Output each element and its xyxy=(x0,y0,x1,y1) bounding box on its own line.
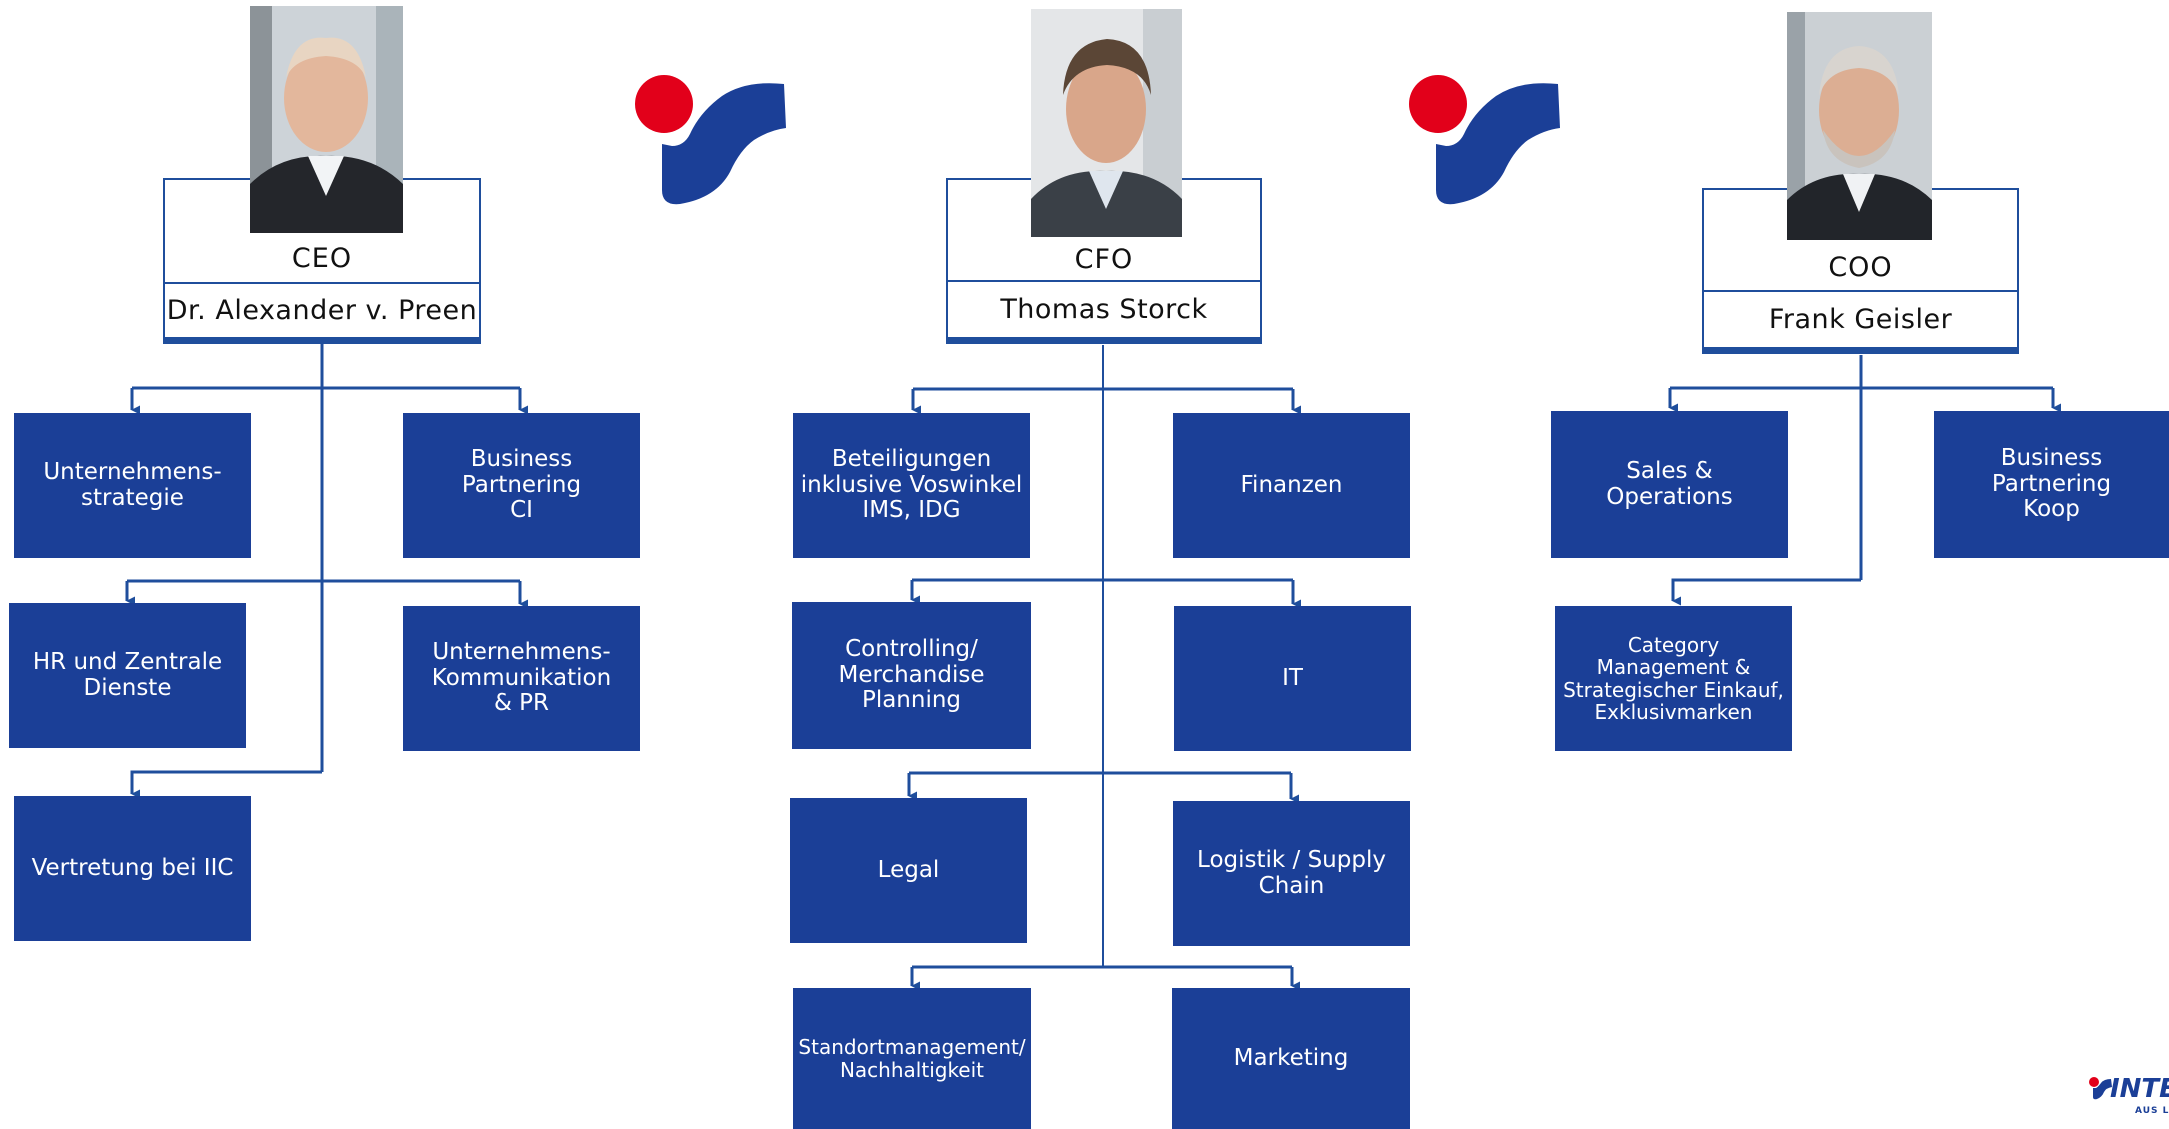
unit-unternehmensstrategie: Unternehmens- strategie xyxy=(14,413,251,558)
coo-role: COO xyxy=(1828,252,1893,283)
unit-unternehmenskommunikation: Unternehmens- Kommunikation & PR xyxy=(403,606,640,751)
ceo-role: CEO xyxy=(291,243,353,274)
corner-brand-logo: INTE AUS LIE xyxy=(2088,1070,2169,1120)
unit-standortmanagement: Standortmanagement/ Nachhaltigkeit xyxy=(793,988,1031,1129)
cfo-role: CFO xyxy=(1074,244,1134,275)
ceo-branch-3 xyxy=(130,770,322,799)
unit-marketing: Marketing xyxy=(1172,988,1410,1129)
ceo-name: Dr. Alexander v. Preen xyxy=(163,282,481,344)
coo-photo xyxy=(1787,12,1932,240)
unit-finanzen: Finanzen xyxy=(1173,413,1410,558)
coo-name: Frank Geisler xyxy=(1702,290,2019,354)
unit-logistik: Logistik / Supply Chain xyxy=(1173,801,1410,946)
unit-category-management: Category Management & Strategischer Eink… xyxy=(1555,606,1792,751)
coo-card: COO Frank Geisler xyxy=(1702,188,2019,354)
unit-vertretung-iic: Vertretung bei IIC xyxy=(14,796,251,941)
unit-sales-operations: Sales & Operations xyxy=(1551,411,1788,558)
intersport-logo-icon xyxy=(635,75,786,205)
unit-controlling: Controlling/ Merchandise Planning xyxy=(792,602,1031,749)
corner-logo-tagline: AUS LIE xyxy=(2135,1106,2169,1116)
corner-logo-word: INTE xyxy=(2110,1074,2169,1104)
unit-it: IT xyxy=(1174,606,1411,751)
coo-branch-2 xyxy=(1671,578,1861,606)
cfo-card: CFO Thomas Storck xyxy=(946,178,1262,344)
cfo-photo xyxy=(1031,9,1182,237)
intersport-logo-icon xyxy=(1409,75,1560,205)
unit-beteiligungen: Beteiligungen inklusive Voswinkel IMS, I… xyxy=(793,413,1030,558)
ceo-photo xyxy=(250,6,403,233)
unit-hr-zentrale-dienste: HR und Zentrale Dienste xyxy=(9,603,246,748)
cfo-name: Thomas Storck xyxy=(946,280,1262,344)
unit-business-partnering-koop: Business Partnering Koop xyxy=(1934,411,2169,558)
unit-business-partnering-ci: Business Partnering CI xyxy=(403,413,640,558)
intersport-mark-icon xyxy=(2089,1077,2112,1100)
unit-legal: Legal xyxy=(790,798,1027,943)
